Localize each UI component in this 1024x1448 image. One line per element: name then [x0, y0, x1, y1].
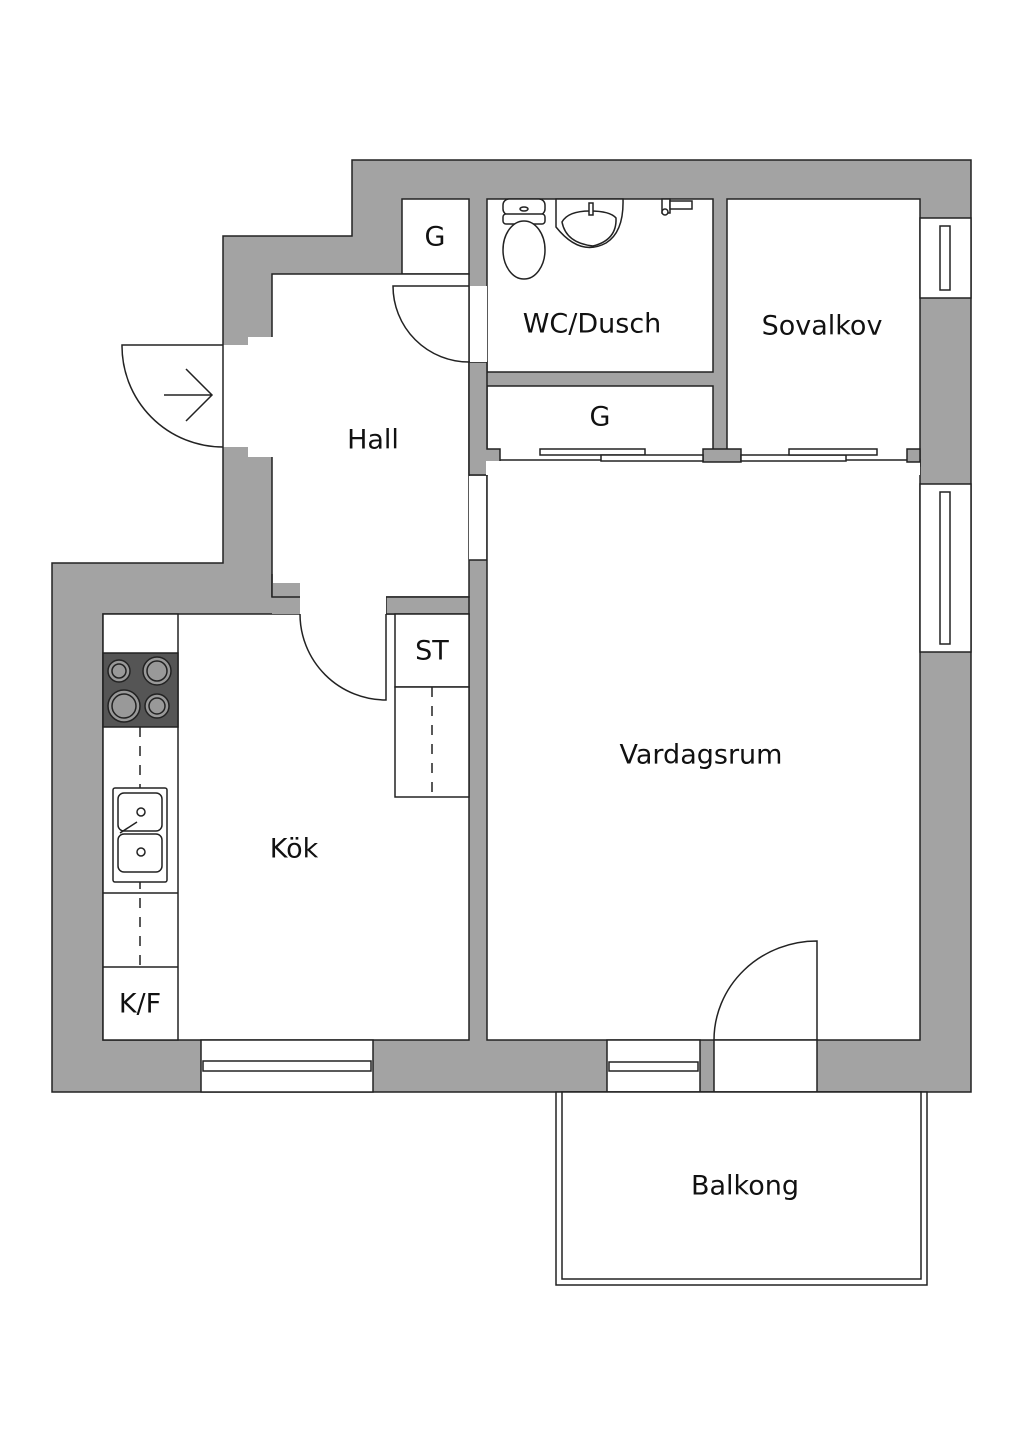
entry-door[interactable] [121, 344, 224, 448]
storage-cabinet [394, 613, 470, 798]
closet-top [401, 198, 470, 275]
label-closet-top: G [425, 222, 446, 253]
window-living [606, 1039, 701, 1093]
balcony-door[interactable] [713, 940, 818, 1041]
shower-icon [661, 198, 693, 216]
sliding-door[interactable] [539, 448, 646, 456]
sovalkov-room [726, 198, 921, 467]
stove-icon [102, 652, 179, 728]
entry-arrow-icon [164, 368, 214, 422]
balcony [555, 1091, 928, 1286]
wc-door[interactable] [392, 285, 470, 363]
wall-stub-mid [702, 448, 742, 463]
sink-icon [555, 198, 624, 249]
kitchen-sink-icon [112, 787, 168, 883]
window-right-top [919, 217, 972, 299]
wall-stub-right [906, 448, 921, 463]
label-sovalkov: Sovalkov [762, 311, 883, 342]
window-kitchen [200, 1039, 374, 1093]
sliding-door[interactable] [788, 448, 878, 456]
wall-stub-left [272, 583, 300, 614]
window-right-bottom [919, 483, 972, 653]
label-wc: WC/Dusch [523, 309, 662, 340]
label-living: Vardagsrum [620, 740, 783, 771]
sliding-door[interactable] [600, 454, 704, 462]
label-hall: Hall [347, 425, 399, 456]
balcony-door-opening [713, 1039, 818, 1093]
living-room [486, 459, 921, 1041]
sliding-door[interactable] [740, 454, 847, 462]
kitchen-door[interactable] [299, 613, 387, 701]
hall-room [271, 273, 470, 598]
toilet-icon [502, 198, 546, 280]
label-storage: ST [415, 636, 449, 667]
label-fridge: K/F [119, 989, 161, 1020]
label-closet-mid: G [590, 402, 611, 433]
label-kitchen: Kök [270, 834, 319, 865]
label-balcony: Balkong [691, 1171, 799, 1202]
kitchen-top-wall [385, 596, 470, 615]
